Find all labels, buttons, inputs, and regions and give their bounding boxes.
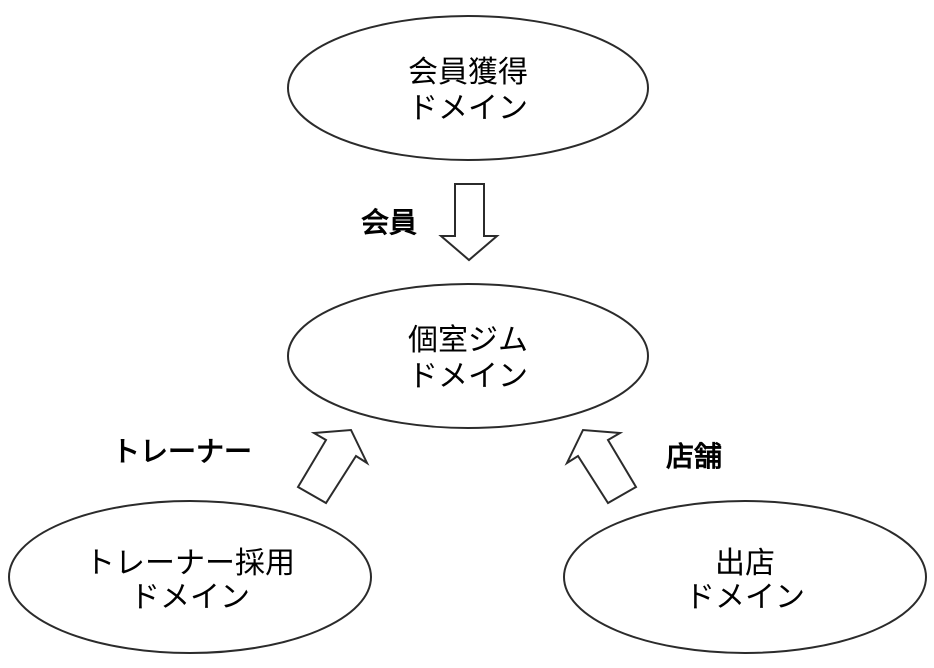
- arrow-trainer-to-gym: [296, 428, 370, 505]
- arrow-member-to-gym: [438, 183, 500, 262]
- store-opening-node: 出店 ドメイン: [563, 500, 927, 654]
- edge-label-member: 会員: [361, 206, 417, 239]
- store-opening-ellipse: [563, 500, 927, 654]
- store-opening-label-line1: 出店: [715, 546, 775, 581]
- member-acquisition-ellipse: [287, 15, 649, 161]
- trainer-recruitment-label-line2: ドメイン: [130, 580, 250, 615]
- trainer-recruitment-label-line1: トレーナー採用: [85, 546, 295, 581]
- member-acquisition-node: 会員獲得 ドメイン: [287, 15, 649, 161]
- edge-label-store: 店舗: [666, 440, 722, 473]
- member-acquisition-label-line2: ドメイン: [408, 91, 528, 126]
- edge-label-trainer: トレーナー: [112, 435, 252, 468]
- trainer-recruitment-node: トレーナー採用 ドメイン: [8, 500, 372, 654]
- trainer-recruitment-ellipse: [8, 500, 372, 654]
- arrow-store-to-gym: [564, 428, 638, 505]
- private-gym-node: 個室ジム ドメイン: [287, 283, 649, 429]
- member-acquisition-label-line1: 会員獲得: [408, 55, 528, 90]
- store-opening-label-line2: ドメイン: [685, 580, 805, 615]
- private-gym-ellipse: [287, 283, 649, 429]
- private-gym-label-line2: ドメイン: [408, 359, 528, 394]
- private-gym-label-line1: 個室ジム: [408, 323, 528, 358]
